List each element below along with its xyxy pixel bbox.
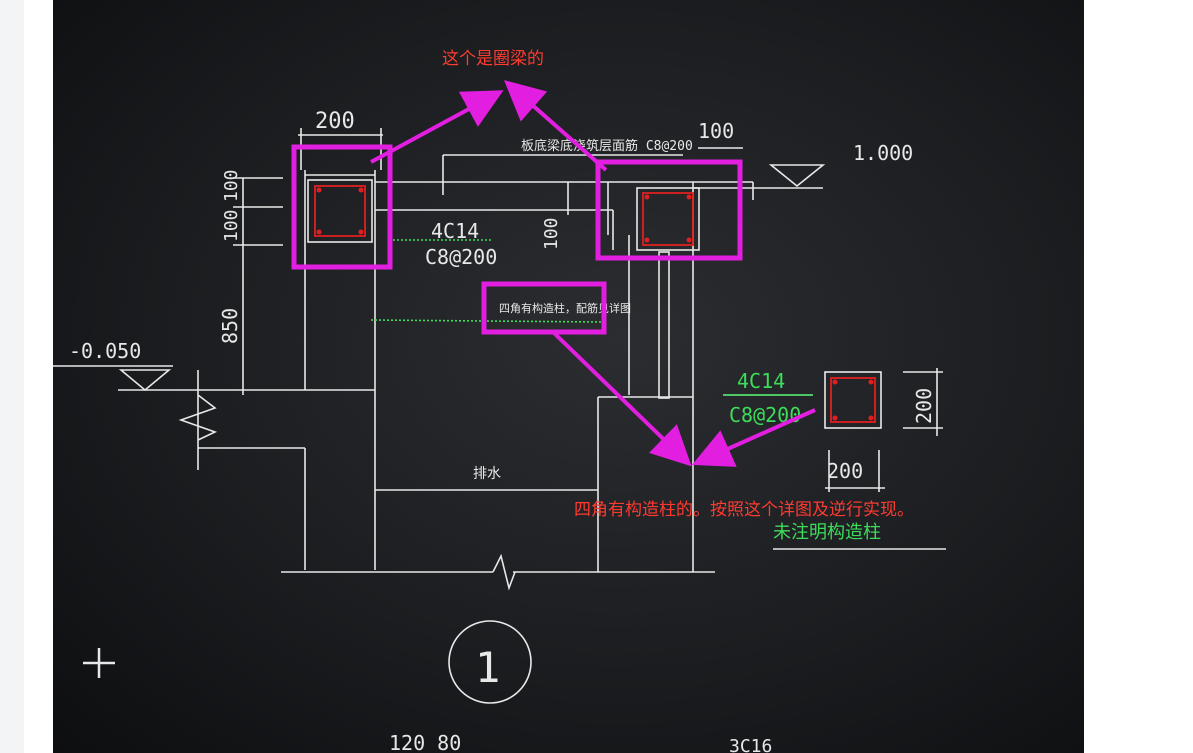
bottom-right-label: 3C16 bbox=[729, 736, 772, 753]
highlight-box-left bbox=[291, 144, 393, 270]
dim-850: 850 bbox=[218, 308, 242, 344]
column-caption: 未注明构造柱 bbox=[773, 522, 881, 543]
bottom-annotation: 四角有构造柱的。按照这个详图及逆行实现。 bbox=[574, 500, 914, 520]
rebar-col: 4C14 bbox=[737, 369, 785, 393]
cad-drawing: 200 100 100 850 -0.050 板底梁底浇筑层面筋 C8@200 … bbox=[53, 80, 946, 753]
stirrup-main: C8@200 bbox=[425, 245, 497, 269]
left-column-lines bbox=[53, 128, 946, 704]
detail-number: 1 bbox=[475, 643, 500, 692]
beam-sections bbox=[307, 179, 882, 429]
dim-100-right: 100 bbox=[698, 119, 734, 143]
dim-200-side: 200 bbox=[912, 388, 936, 424]
cad-texts: 200 100 100 850 -0.050 板底梁底浇筑层面筋 C8@200 … bbox=[69, 109, 936, 753]
arrow-right-to-note bbox=[503, 80, 608, 172]
magenta-arrows bbox=[370, 80, 816, 467]
rebar-main: 4C14 bbox=[431, 219, 479, 243]
dim-100-b: 100 bbox=[221, 209, 242, 242]
stirrup-col: C8@200 bbox=[729, 403, 801, 427]
page-gutter bbox=[0, 0, 24, 753]
dim-200-bottom: 200 bbox=[827, 459, 863, 483]
highlight-box-right bbox=[595, 159, 743, 261]
arrow-note-down bbox=[551, 330, 692, 467]
dim-200-top: 200 bbox=[315, 109, 355, 134]
bottom-label: 排水 bbox=[473, 466, 501, 482]
level-plus: 1.000 bbox=[853, 141, 913, 165]
level-minus: -0.050 bbox=[69, 339, 141, 363]
arrow-left-to-note bbox=[370, 90, 504, 164]
column-note: 四角有构造柱，配筋见详图 bbox=[499, 301, 631, 315]
dim-100-a: 100 bbox=[221, 169, 242, 202]
top-annotation: 这个是圈梁的 bbox=[442, 49, 544, 69]
magenta-boxes bbox=[291, 144, 743, 335]
dim-100-mid: 100 bbox=[541, 217, 562, 250]
arrow-side-to-column bbox=[692, 408, 816, 467]
dim-bottom-left: 120 80 bbox=[389, 731, 461, 753]
cad-photo: 200 100 100 850 -0.050 板底梁底浇筑层面筋 C8@200 … bbox=[53, 0, 1084, 753]
slab-note: 板底梁底浇筑层面筋 C8@200 bbox=[521, 138, 693, 154]
green-leaders bbox=[370, 239, 602, 323]
highlight-box-note bbox=[481, 281, 607, 335]
